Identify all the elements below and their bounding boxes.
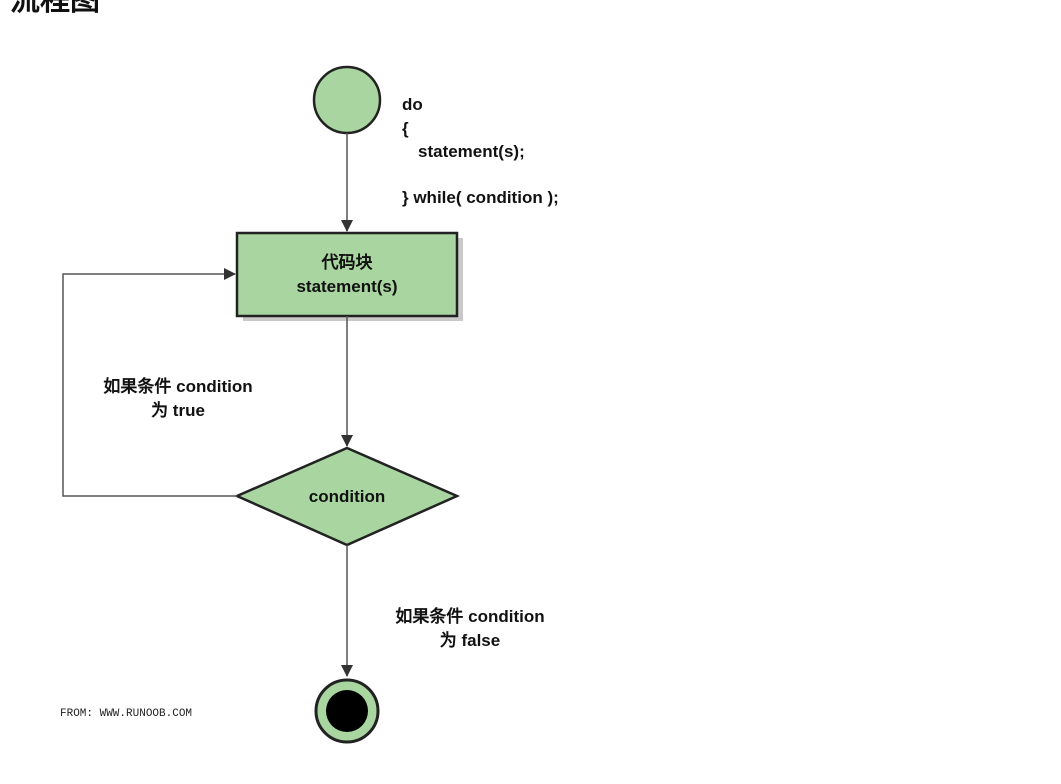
end-node-inner xyxy=(326,690,368,732)
source-credit: FROM: WWW.RUNOOB.COM xyxy=(60,708,192,720)
false-label-line2: 为 false xyxy=(440,630,500,650)
code-line-do: do xyxy=(402,95,423,114)
end-node xyxy=(314,678,380,744)
false-label-line1: 如果条件 condition xyxy=(395,606,544,626)
start-node xyxy=(312,65,382,135)
code-line-while: } while( condition ); xyxy=(402,188,559,207)
true-label-line1: 如果条件 condition xyxy=(103,376,252,396)
code-line-open-brace: { xyxy=(402,119,409,138)
page-title: 流程图 xyxy=(10,0,100,18)
code-block-label-cn: 代码块 xyxy=(321,252,374,272)
edge-true-loop xyxy=(62,268,237,497)
code-line-statement: statement(s); xyxy=(418,142,525,161)
code-block-node xyxy=(235,231,459,318)
code-block-label-statement: statement(s) xyxy=(296,277,397,296)
true-label-line2: 为 true xyxy=(151,400,205,420)
decision-label: condition xyxy=(309,487,385,506)
